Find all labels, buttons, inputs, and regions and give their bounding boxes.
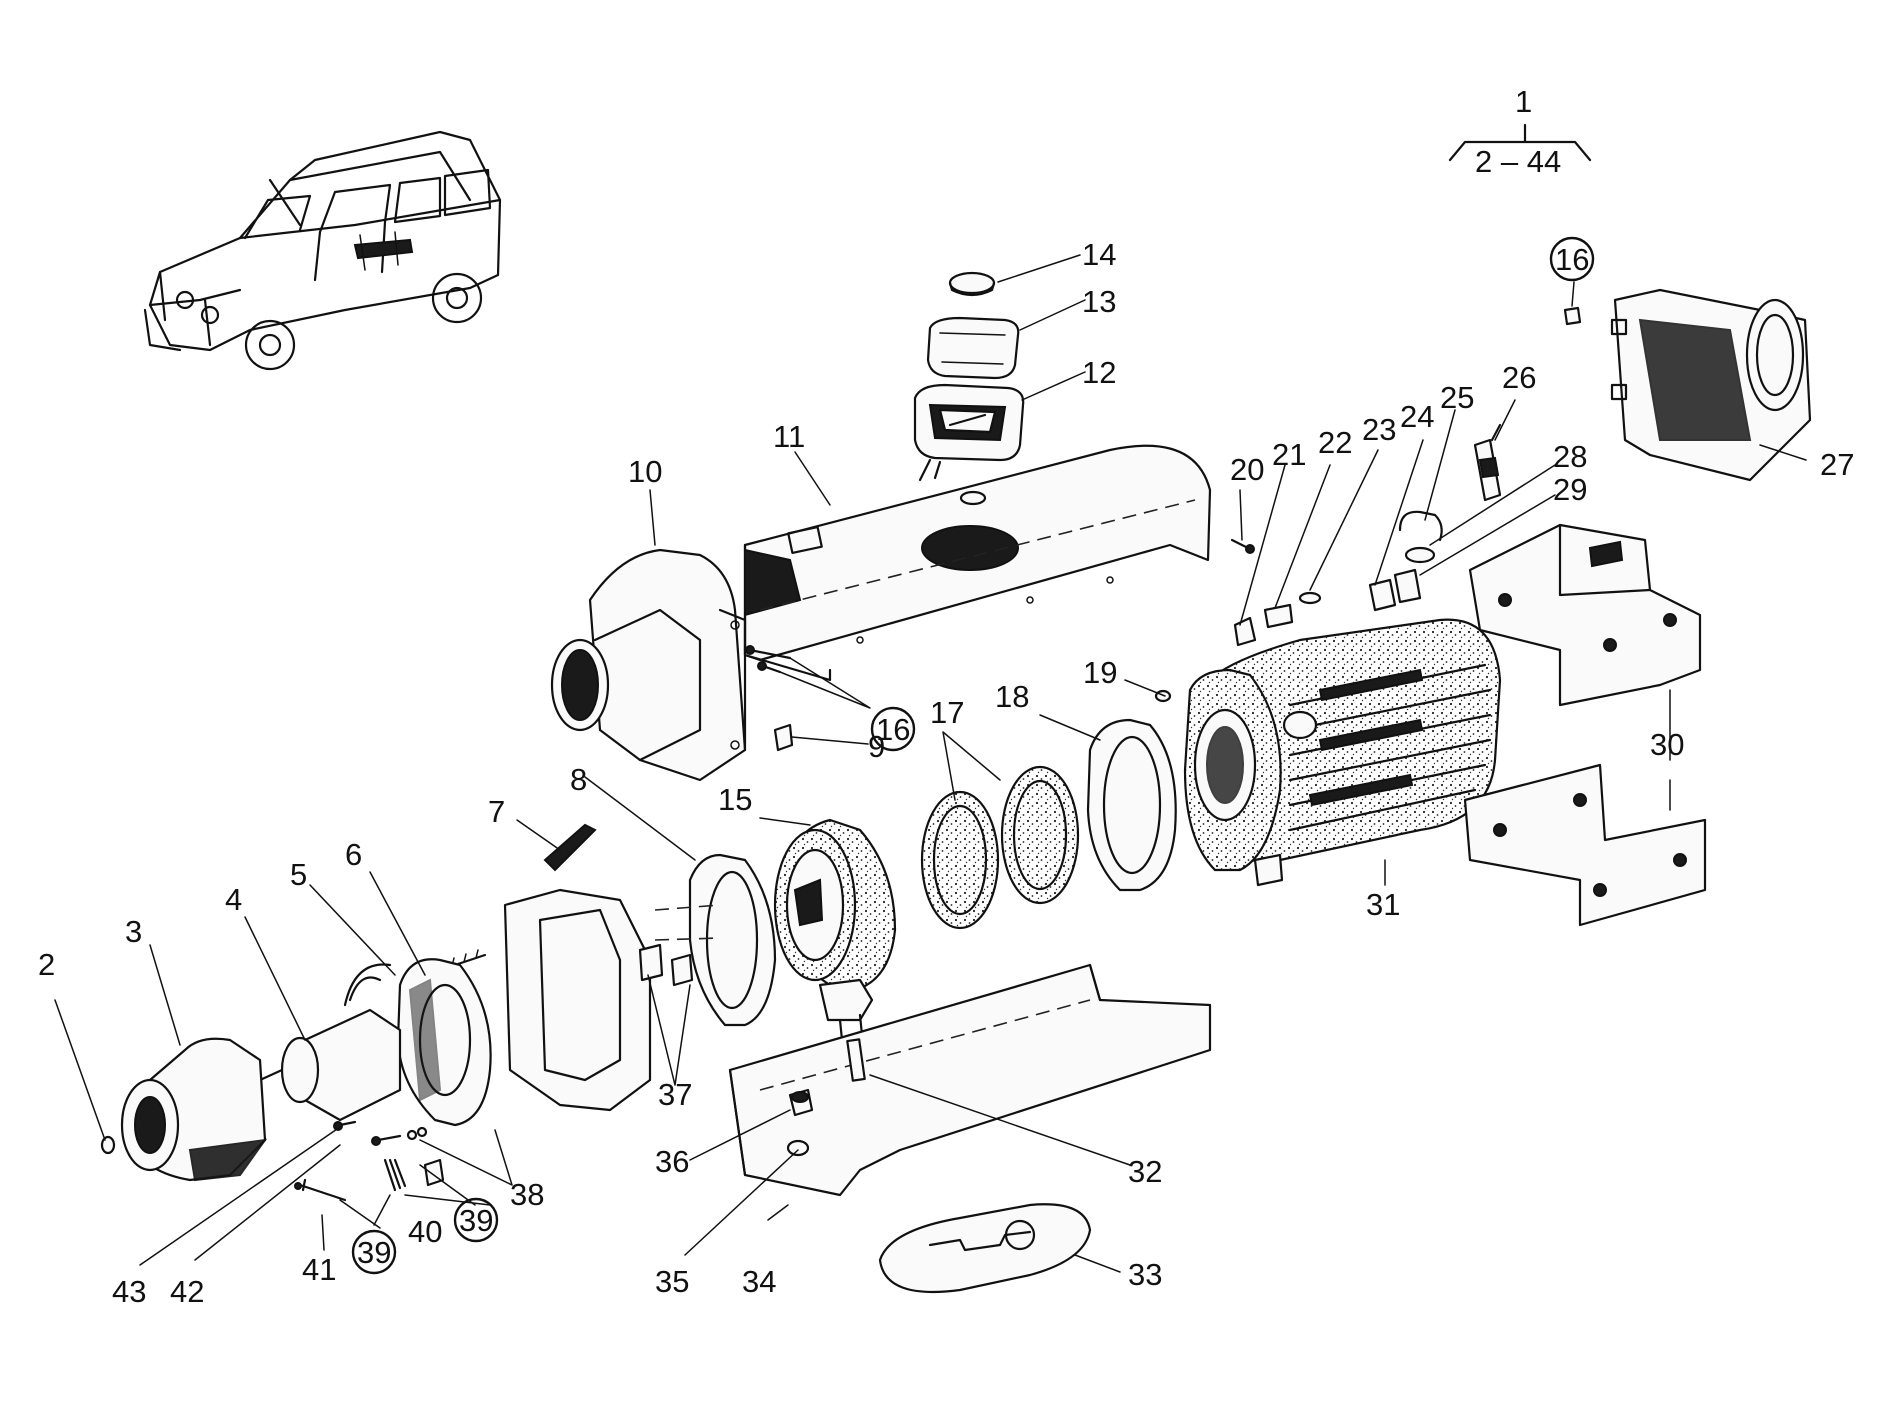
part-2-nut (100, 1135, 116, 1155)
callout-39-left: 39 (357, 1235, 391, 1270)
callout-31: 31 (1366, 887, 1400, 922)
callout-43: 43 (112, 1274, 146, 1309)
callout-41: 41 (302, 1252, 336, 1287)
part-31-heat-exchanger (1183, 618, 1502, 887)
callout-10: 10 (628, 454, 662, 489)
callout-17: 17 (930, 695, 964, 730)
assembly-number: 1 (1515, 84, 1532, 119)
part-18-gasket (1086, 718, 1177, 892)
callout-ring-39-left (351, 1229, 397, 1275)
part-12-cover-unit (913, 383, 1025, 482)
callout-38: 38 (510, 1177, 544, 1212)
callout-ring-39-right (453, 1197, 499, 1243)
part-17-ring-a (920, 790, 1000, 930)
part-27-rear-duct (1610, 288, 1812, 482)
part-3-fan-cone (120, 1037, 268, 1182)
part-16-screws-left (745, 645, 792, 674)
part-22-bracket (1263, 603, 1294, 629)
small-hardware-38-43 (294, 1120, 445, 1202)
callout-34: 34 (742, 1264, 776, 1299)
callout-42: 42 (170, 1274, 204, 1309)
callout-4: 4 (225, 882, 242, 917)
part-23-washer (1298, 591, 1322, 605)
callout-39-right: 39 (459, 1203, 493, 1238)
callout-ring-16-left (870, 706, 916, 752)
part-28-seal (1404, 546, 1436, 564)
callout-ring-16-top (1549, 236, 1595, 282)
callout-28: 28 (1553, 439, 1587, 474)
part-10-air-duct (550, 548, 747, 782)
callout-21: 21 (1272, 437, 1306, 472)
part-30-lower-shield (1463, 763, 1707, 927)
callout-32: 32 (1128, 1154, 1162, 1189)
callout-16-left: 16 (876, 712, 910, 747)
part-37-clips (638, 943, 694, 987)
leader-lines (54, 254, 1807, 1273)
part-15-burner (773, 818, 897, 1042)
part-7-fan-housing (503, 823, 721, 1112)
part-4-motor (258, 963, 402, 1122)
part-20-screw (1230, 538, 1255, 554)
callout-8: 8 (570, 762, 587, 797)
callout-18: 18 (995, 679, 1029, 714)
callout-22: 22 (1318, 425, 1352, 460)
vehicle-illustration (143, 130, 502, 371)
callout-15: 15 (718, 782, 752, 817)
part-29-sensor (1393, 568, 1422, 604)
part-26-glow-plug (1473, 423, 1502, 502)
part-9-clip (773, 723, 794, 752)
part-17-ring-b (1000, 765, 1080, 905)
assembly-range: 2 – 44 (1475, 144, 1561, 179)
callout-35: 35 (655, 1264, 689, 1299)
callout-5: 5 (290, 857, 307, 892)
part-25-clip (1398, 510, 1443, 542)
callout-3: 3 (125, 914, 142, 949)
callout-13: 13 (1082, 284, 1116, 319)
callout-25: 25 (1440, 380, 1474, 415)
callout-7: 7 (488, 794, 505, 829)
callout-27: 27 (1820, 447, 1854, 482)
part-5-mounting-plate (396, 958, 492, 1127)
callout-9: 9 (868, 729, 885, 764)
part-21-bracket (1233, 616, 1257, 647)
callout-2: 2 (38, 947, 55, 982)
callout-26: 26 (1502, 360, 1536, 395)
callout-12: 12 (1082, 355, 1116, 390)
callout-11: 11 (773, 419, 805, 454)
callout-33: 33 (1128, 1257, 1162, 1292)
callout-37: 37 (658, 1077, 692, 1112)
part-34-lower-pan (728, 963, 1212, 1197)
assembly-bracket (1448, 123, 1592, 162)
part-14-cap (948, 271, 996, 297)
callout-29: 29 (1553, 472, 1587, 507)
callout-16-top: 16 (1555, 242, 1589, 277)
callout-24: 24 (1400, 399, 1434, 434)
callout-6: 6 (345, 837, 362, 872)
part-11-top-cover (743, 444, 1212, 682)
part-30-upper-shield (1468, 523, 1702, 707)
part-13-seal (926, 316, 1020, 380)
callout-20: 20 (1230, 452, 1264, 487)
callout-40: 40 (408, 1214, 442, 1249)
callout-30: 30 (1650, 727, 1684, 762)
callout-23: 23 (1362, 412, 1396, 447)
part-8-gasket (688, 853, 777, 1027)
part-33-base-plate (878, 1203, 1092, 1294)
callout-14: 14 (1082, 237, 1116, 272)
callout-19: 19 (1083, 655, 1117, 690)
part-24-fitting (1368, 578, 1397, 612)
part-16-screw-right (1563, 306, 1582, 326)
callout-36: 36 (655, 1144, 689, 1179)
